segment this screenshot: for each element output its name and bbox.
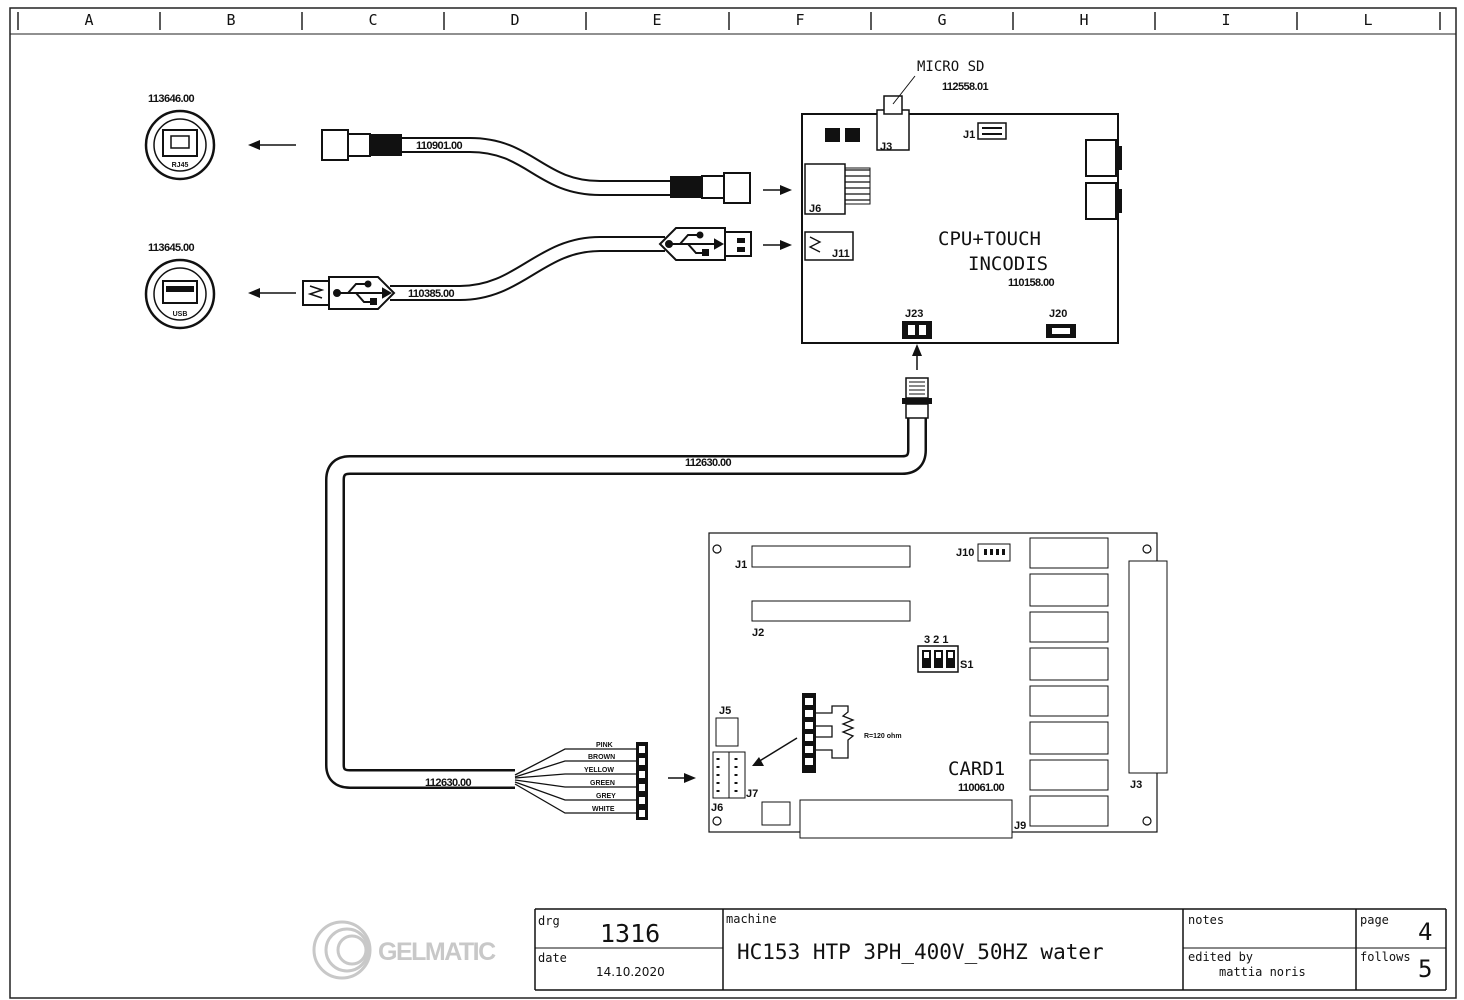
wire-label-green: GREEN <box>590 780 615 787</box>
rj45-panel-socket: RJ45 <box>144 109 216 181</box>
column-label-g: G <box>937 11 946 29</box>
column-label-a: A <box>84 11 93 29</box>
comm-cable-code-bottom: 112630.00 <box>425 777 471 789</box>
wire-fanout <box>514 748 636 814</box>
title-block <box>534 908 1447 991</box>
column-label-h: H <box>1079 11 1088 29</box>
usb-cable-code: 110385.00 <box>408 288 454 300</box>
arrow-ethernet-to-cpu <box>763 185 792 195</box>
cpu-board-code: 110158.00 <box>1008 277 1054 289</box>
page-value: 4 <box>1418 918 1432 946</box>
usb-cable <box>302 227 752 310</box>
card1-j10-label: J10 <box>956 547 974 559</box>
logo-text: GELMATIC <box>378 938 496 966</box>
column-label-i: I <box>1221 11 1230 29</box>
cpu-board-title-line2: INCODIS <box>968 253 1048 275</box>
column-label-f: F <box>795 11 804 29</box>
column-label-d: D <box>510 11 519 29</box>
card1-j2-label: J2 <box>752 627 764 639</box>
usb-socket-code: 113645.00 <box>148 242 194 254</box>
usb-icon <box>333 280 393 305</box>
cpu-j11-label: J11 <box>832 248 850 260</box>
cpu-touch-board <box>801 75 1122 344</box>
card1-j6-label: J6 <box>711 802 723 814</box>
card1-resistor-label: R=120 ohm <box>864 733 902 740</box>
communication-cable <box>325 377 932 789</box>
card1-s1-label: S1 <box>960 659 973 671</box>
rj45-socket-code: 113646.00 <box>148 93 194 105</box>
drg-value: 1316 <box>600 919 660 948</box>
drawing-frame <box>9 7 1457 999</box>
column-label-b: B <box>226 11 235 29</box>
card1-title: CARD1 <box>948 758 1005 780</box>
arrow-usb-to-cpu <box>763 240 792 250</box>
arrow-to-rj45-socket <box>248 140 296 150</box>
arrow-to-card1-j6 <box>668 773 696 783</box>
ethernet-cable-code: 110901.00 <box>416 140 462 152</box>
usb-socket-label: USB <box>173 311 188 318</box>
card1-j9-label: J9 <box>1014 820 1026 832</box>
follows-label: follows <box>1360 950 1411 964</box>
rj45-socket-label: RJ45 <box>172 162 189 169</box>
date-value: 14.10.2020 <box>596 965 665 979</box>
wire-label-yellow: YELLOW <box>584 767 614 774</box>
arrow-to-cpu-j23 <box>912 344 922 370</box>
cpu-j20-label: J20 <box>1049 308 1067 320</box>
column-label-c: C <box>368 11 377 29</box>
arrow-to-usb-socket <box>248 288 296 298</box>
follows-value: 5 <box>1418 955 1432 983</box>
card1-j5-label: J5 <box>719 705 731 717</box>
card1-code: 110061.00 <box>958 782 1004 794</box>
card1-board <box>708 532 1168 839</box>
cpu-j6-label: J6 <box>809 203 821 215</box>
wire-label-pink: PINK <box>596 742 613 749</box>
cpu-board-title-line1: CPU+TOUCH <box>938 228 1041 250</box>
card1-switch-numbers: 3 2 1 <box>924 634 948 646</box>
comm-cable-code-top: 112630.00 <box>685 457 731 469</box>
usb-panel-socket: USB <box>144 258 216 330</box>
wire-label-brown: BROWN <box>588 754 615 761</box>
cpu-j23-label: J23 <box>905 308 923 320</box>
card1-j1-label: J1 <box>735 559 747 571</box>
wire-label-grey: GREY <box>596 793 616 800</box>
cpu-j1-label: J1 <box>963 129 975 141</box>
column-label-l: L <box>1363 11 1372 29</box>
edited-by-label: edited by <box>1188 950 1253 964</box>
ethernet-cable <box>321 129 751 204</box>
wire-terminal-block <box>636 742 648 820</box>
machine-value: HC153 HTP 3PH_400V_50HZ water <box>737 940 1104 964</box>
date-label: date <box>538 951 567 965</box>
column-ruler <box>17 12 1441 30</box>
microsd-code: 112558.01 <box>942 81 988 93</box>
cpu-j3-label: J3 <box>880 141 892 153</box>
card1-j3-label: J3 <box>1130 779 1142 791</box>
edited-by-value: mattia noris <box>1219 965 1306 979</box>
column-label-e: E <box>652 11 661 29</box>
wire-label-white: WHITE <box>592 806 615 813</box>
drg-label: drg <box>538 914 560 928</box>
machine-label: machine <box>726 912 777 926</box>
notes-label: notes <box>1188 913 1224 927</box>
usb-icon <box>665 231 725 256</box>
page-label: page <box>1360 913 1389 927</box>
gelmatic-logo <box>312 920 372 980</box>
microsd-label: MICRO SD <box>917 59 984 75</box>
card1-j7-label: J7 <box>746 788 758 800</box>
